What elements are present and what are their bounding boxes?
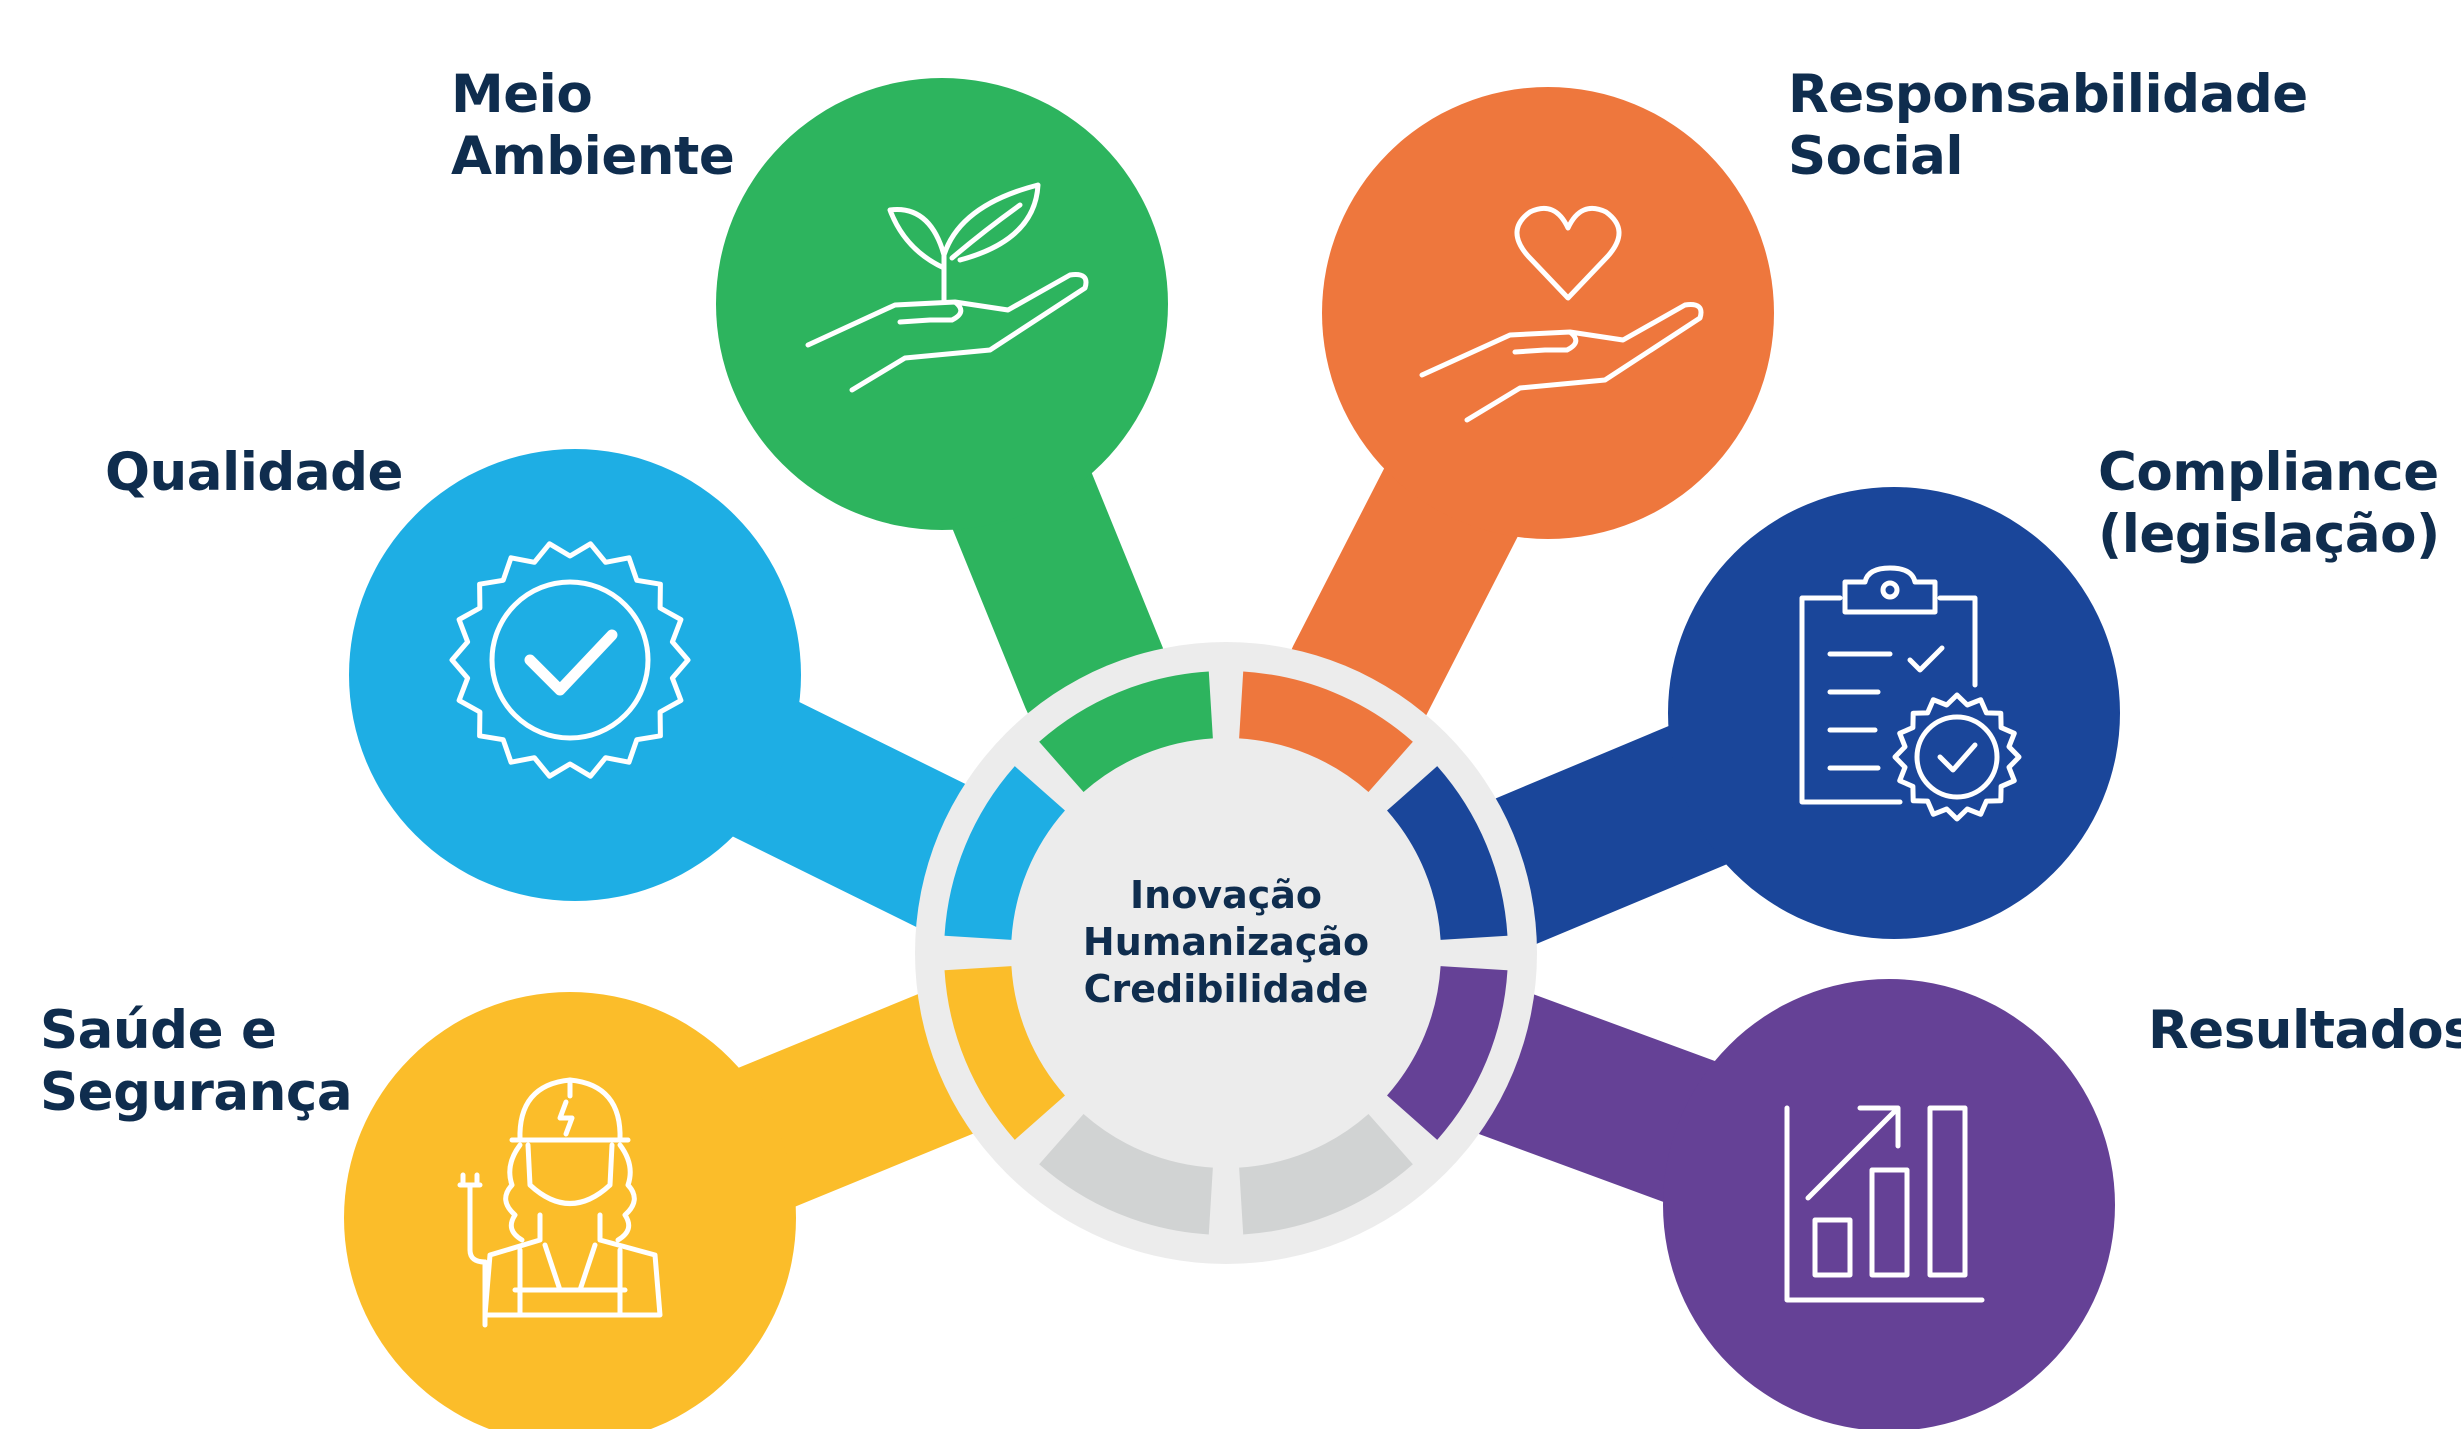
- center-line-1: Inovação: [1130, 873, 1322, 917]
- electrician-worker-icon: [457, 1077, 663, 1328]
- clipboard-certified-icon: [1799, 565, 2022, 822]
- ring-segment-inactive-1: [1239, 1114, 1413, 1235]
- center-line-3: Credibilidade: [1084, 967, 1369, 1011]
- resultados-circle: [1663, 979, 2115, 1431]
- label-meio-ambiente: Meio Ambiente: [451, 64, 735, 187]
- responsabilidade-social-circle: [1322, 87, 1774, 539]
- growth-bar-chart-icon: [1784, 1105, 1985, 1303]
- label-responsabilidade-social: Responsabilidade Social: [1788, 64, 2308, 187]
- ring-segment-compliance: [1387, 766, 1508, 940]
- label-qualidade: Qualidade: [105, 442, 403, 503]
- label-saude-seguranca: Saúde e Segurança: [40, 1000, 353, 1123]
- heart-in-hand-icon: [1419, 206, 1704, 423]
- ring-segment-resultados: [1387, 966, 1508, 1140]
- saude-seguranca-circle: [344, 992, 796, 1433]
- ring-segment-inactive-2: [1039, 1114, 1213, 1235]
- plant-in-hand-icon: [805, 182, 1089, 393]
- center-disc: [1016, 743, 1436, 1163]
- ring-segment-meio-ambiente: [1039, 671, 1213, 792]
- compliance-circle: [1668, 487, 2120, 939]
- ring-segment-saude-seguranca: [944, 966, 1065, 1140]
- center-line-2: Humanização: [1083, 920, 1369, 964]
- label-resultados: Resultados: [2148, 1000, 2461, 1061]
- quality-seal-check-icon: [449, 541, 691, 779]
- ring-segments: [944, 671, 1508, 1235]
- center-hub: Inovação Humanização Credibilidade: [915, 642, 1537, 1264]
- ring-segment-responsabilidade-social: [1239, 671, 1413, 792]
- ring-segment-qualidade: [944, 766, 1065, 940]
- label-compliance: Compliance (legislação): [2098, 442, 2440, 565]
